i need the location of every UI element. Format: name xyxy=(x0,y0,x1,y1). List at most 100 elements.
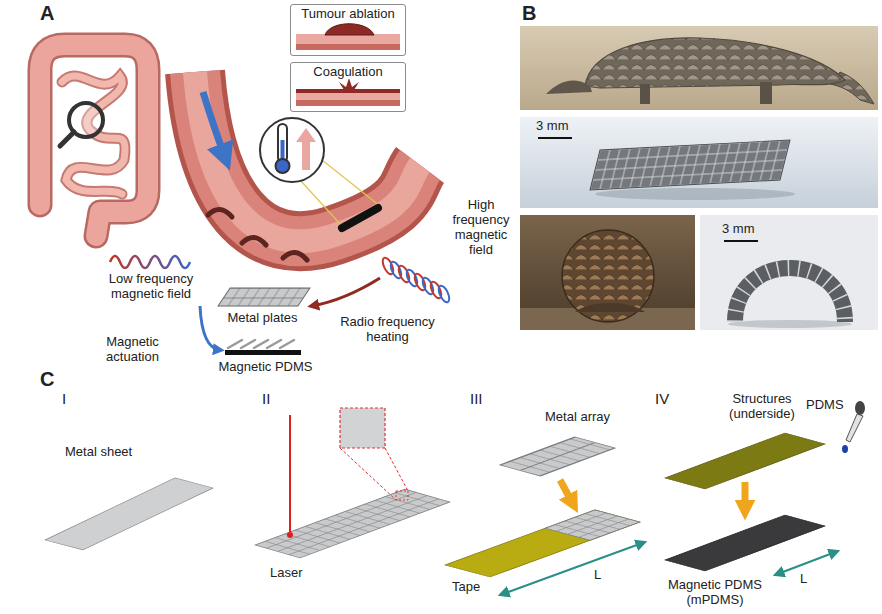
step-number: IV xyxy=(655,390,669,407)
bent-device-photo-part xyxy=(735,268,845,322)
step-3-transfer-part xyxy=(500,437,615,476)
scale-label: 3 mm xyxy=(536,119,569,134)
bent-device-photo-part xyxy=(728,320,852,328)
device-sketch-part-part xyxy=(228,340,242,348)
inset-box: Tumour ablation xyxy=(290,4,406,56)
colon-zoom-part xyxy=(300,180,342,226)
field-waves-part-part xyxy=(437,284,452,304)
step-4-casting-part xyxy=(842,445,848,453)
intestine-illustration-part xyxy=(60,132,74,146)
thermometer-icon-part xyxy=(281,140,285,160)
step-label: PDMS xyxy=(806,398,844,413)
step-2-laser-part xyxy=(385,448,408,491)
panel-letter: C xyxy=(40,368,54,391)
device-photo-part-part xyxy=(590,140,790,190)
tissue-pictures-part xyxy=(296,34,400,50)
step-2-laser-part xyxy=(340,448,396,500)
field-annotation: Low frequency magnetic field xyxy=(95,272,207,302)
device-photo xyxy=(520,117,878,208)
thermometer-icon-part xyxy=(296,128,316,170)
intestine-illustration-part xyxy=(40,45,148,236)
component-label: Magnetic PDMS xyxy=(208,360,323,375)
step-3-transfer-part xyxy=(445,510,640,577)
step-1-sheet-part xyxy=(45,478,213,550)
pangolin-photo-part xyxy=(520,26,878,110)
field-waves-part xyxy=(312,278,380,306)
device-photo-part xyxy=(538,137,572,139)
step-2-laser xyxy=(255,408,450,558)
step-label: Laser xyxy=(270,566,303,581)
curled-pangolin-photo xyxy=(520,215,695,330)
bent-device-photo xyxy=(700,215,878,330)
step-label: Tape xyxy=(452,580,480,595)
step-2-laser-part xyxy=(255,489,450,558)
step-3-transfer-part-part xyxy=(545,510,640,540)
step-2-laser-part xyxy=(287,532,293,538)
thermometer-icon-part xyxy=(260,118,324,182)
step-label: Metal array xyxy=(545,410,610,425)
step-number: II xyxy=(262,390,270,407)
inset-title: Coagulation xyxy=(311,64,384,79)
tissue-pictures-part xyxy=(339,78,359,90)
bent-device-photo-part xyxy=(724,240,758,242)
tissue-pictures-part xyxy=(325,24,374,35)
step-4-casting-part xyxy=(855,401,865,415)
device-sketch-part-part xyxy=(241,340,255,348)
step-4-casting-part xyxy=(742,482,749,508)
colon-zoom-part xyxy=(195,72,420,241)
field-annotation: Magnetic actuation xyxy=(85,335,180,365)
bent-device-photo-part xyxy=(700,215,878,330)
step-2-laser-part xyxy=(340,408,385,448)
pangolin-photo-part xyxy=(546,80,592,94)
colon-zoom-part xyxy=(195,72,420,241)
bent-device-photo-part xyxy=(735,268,845,322)
intestine-illustration xyxy=(40,45,148,236)
device-sketch-part xyxy=(225,350,301,355)
colon-zoom-part xyxy=(283,252,307,260)
step-4-casting-part-part xyxy=(665,515,825,571)
curled-pangolin-photo-part xyxy=(575,303,645,312)
intestine-illustration-part xyxy=(40,45,148,236)
device-sketch-part-part xyxy=(267,340,281,348)
step-3-transfer-part-part xyxy=(445,510,640,577)
dimension-label: L xyxy=(594,568,601,583)
tissue-pictures-part xyxy=(296,100,400,106)
inset-title-row: Tumour ablation xyxy=(291,5,405,22)
step-4-casting-part xyxy=(665,515,825,571)
dimension-label: L xyxy=(800,572,807,587)
field-annotation: Radio frequency heating xyxy=(330,315,445,345)
step-2-laser-part-part xyxy=(255,489,450,558)
tissue-pictures xyxy=(296,24,400,106)
component-label: Metal plates xyxy=(210,311,315,326)
device-sketch-part-part xyxy=(218,288,310,306)
panel-letter: A xyxy=(40,2,54,25)
step-4-casting-part xyxy=(665,433,825,489)
thermometer-icon xyxy=(260,118,324,182)
step-number: III xyxy=(470,390,483,407)
device-sketch-part-part xyxy=(254,340,268,348)
step-2-laser-part xyxy=(396,491,408,500)
step-4-casting-part xyxy=(846,414,863,442)
pangolin-photo-part xyxy=(760,82,772,104)
colon-zoom-part xyxy=(195,72,420,241)
step-label: Structures (underside) xyxy=(712,392,812,422)
step-3-transfer-part xyxy=(500,542,645,595)
curled-pangolin-photo-part xyxy=(562,230,654,322)
step-1-sheet xyxy=(45,478,213,550)
tissue-pictures-part xyxy=(296,44,400,50)
colon-zoom-part xyxy=(203,92,226,160)
inset-title: Tumour ablation xyxy=(299,6,396,21)
field-waves-part xyxy=(381,256,452,304)
step-3-transfer-part-part xyxy=(500,437,615,476)
step-label: Magnetic PDMS (mPDMS) xyxy=(660,578,770,608)
colon-zoom-part xyxy=(322,160,380,206)
pangolin-photo-part xyxy=(640,84,650,104)
step-2-laser-part xyxy=(289,415,291,532)
device-sketch-part-part xyxy=(280,340,294,348)
panel-letter: B xyxy=(522,2,536,25)
tissue-pictures-part xyxy=(296,90,400,106)
scale-label: 3 mm xyxy=(722,222,755,237)
